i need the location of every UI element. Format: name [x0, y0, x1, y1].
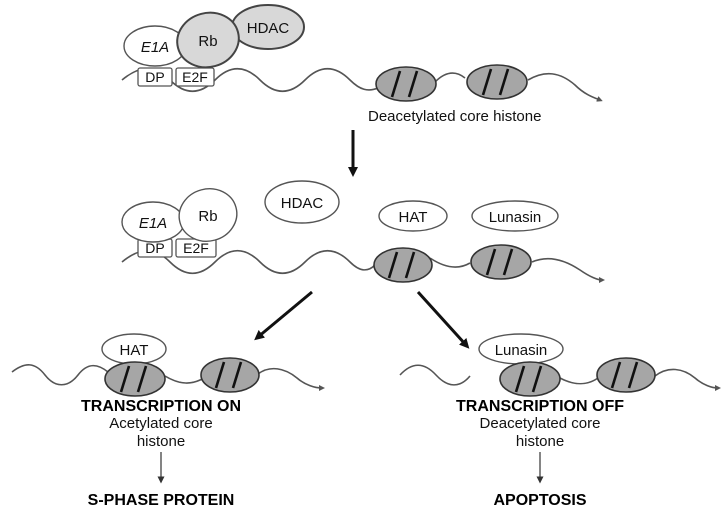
top-hdac-oval: HDAC [231, 4, 305, 50]
right-panel: Lunasin TRANSCRIPTION OFF Deacetylated c… [399, 333, 718, 509]
left-dna-strand [11, 364, 322, 388]
middle-lunasin-label: Lunasin [489, 209, 542, 226]
middle-hdac-oval: HDAC [264, 180, 340, 224]
top-hdac-label: HDAC [247, 20, 290, 37]
top-histone-2 [466, 64, 528, 100]
left-histone-1 [104, 361, 166, 397]
right-histone-2 [596, 357, 656, 393]
arrow-to-right [416, 290, 470, 349]
right-lunasin-label: Lunasin [495, 342, 548, 359]
top-dp-label: DP [145, 69, 164, 85]
right-status: TRANSCRIPTION OFF [456, 398, 624, 415]
left-status: TRANSCRIPTION ON [81, 398, 241, 415]
left-caption-line2: histone [137, 433, 185, 450]
middle-e1a-oval: E1A [121, 201, 185, 243]
middle-e1a-label: E1A [139, 215, 167, 232]
right-dna-strand [399, 364, 718, 388]
middle-panel: DP E2F E1A Rb HDAC HAT Lunasin [121, 180, 602, 283]
top-e2f-label: E2F [182, 69, 208, 85]
top-histone-1 [375, 66, 437, 102]
top-e1a-label: E1A [141, 39, 169, 56]
middle-lunasin-oval: Lunasin [471, 200, 559, 232]
middle-dna-strand [121, 249, 602, 280]
middle-hat-label: HAT [399, 209, 428, 226]
middle-hdac-label: HDAC [281, 195, 324, 212]
middle-rb-label: Rb [198, 208, 217, 225]
left-histone-2 [200, 357, 260, 393]
right-lunasin-oval: Lunasin [478, 333, 564, 365]
middle-e2f-box: E2F [175, 238, 217, 258]
right-histone-1 [499, 361, 561, 397]
top-rb-label: Rb [198, 33, 217, 50]
top-e2f-box: E2F [175, 67, 215, 87]
right-caption-line1: Deacetylated core [480, 415, 601, 432]
left-panel: HAT TRANSCRIPTION ON Acetylated core his… [11, 333, 322, 509]
middle-dp-label: DP [145, 240, 164, 256]
middle-e2f-label: E2F [183, 240, 209, 256]
middle-histone-1 [373, 247, 433, 283]
middle-rb-oval: Rb [178, 188, 238, 242]
top-histone-caption: Deacetylated core histone [368, 108, 541, 125]
arrow-to-left [254, 290, 313, 341]
top-panel: DP E2F E1A HDAC Rb Deacetylated co [121, 4, 600, 125]
middle-hat-oval: HAT [378, 200, 448, 232]
right-caption-line2: histone [516, 433, 564, 450]
top-rb-oval: Rb [176, 11, 240, 69]
right-result: APOPTOSIS [493, 492, 586, 509]
left-hat-oval: HAT [101, 333, 167, 365]
left-hat-label: HAT [120, 342, 149, 359]
top-dp-box: DP [137, 67, 173, 87]
left-caption-line1: Acetylated core [109, 415, 212, 432]
middle-histone-2 [470, 244, 532, 280]
left-result: S-PHASE PROTEIN [88, 492, 235, 509]
